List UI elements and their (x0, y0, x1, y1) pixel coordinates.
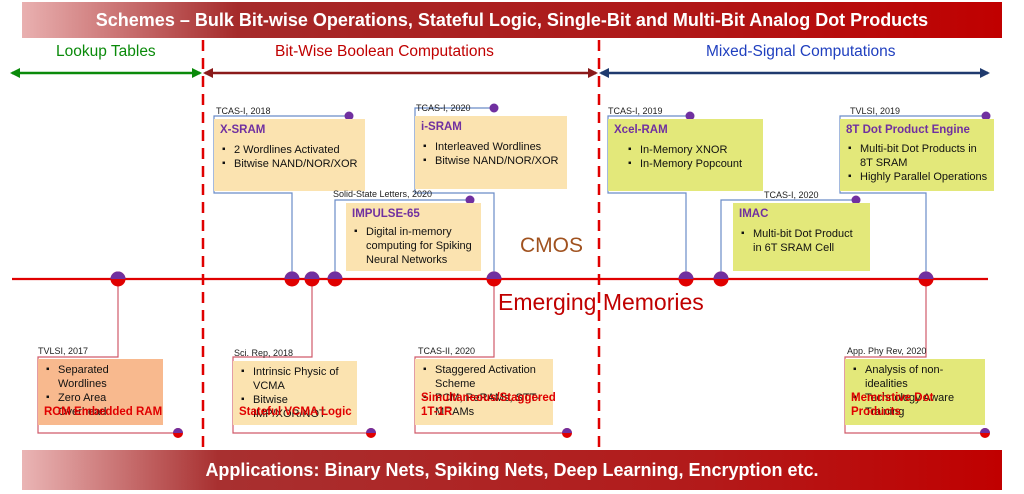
card-staggered-footer: Simultaneous/Staggered 1T-1R (421, 392, 556, 418)
card-staggered-bullet-2: PCM, ReRAMs, STT-MRAMs (423, 391, 547, 419)
connector-xsram (213, 115, 349, 279)
corner-dot-vcma (366, 428, 376, 438)
card-memristive-footer: Memristive Dot Products (851, 392, 934, 418)
tag-xcel: TCAS-I, 2019 (608, 106, 663, 116)
connector-dot8t (839, 115, 986, 279)
corner-dot-xcel (685, 111, 695, 121)
card-impulse-title: IMPULSE-65 (352, 208, 420, 220)
card-vcma: Intrinsic Physic of VCMA Bitwise IMP/XOR… (233, 361, 357, 425)
card-isram-title: i-SRAM (421, 121, 462, 133)
corner-dot-dot8t (981, 111, 991, 121)
tag-vcma: Sci. Rep, 2018 (234, 348, 294, 358)
card-xsram: X-SRAM 2 Wordlines Activated Bitwise NAN… (214, 119, 365, 191)
tag-xsram: TCAS-I, 2018 (216, 106, 271, 116)
card-isram: i-SRAM Interleaved Wordlines Bitwise NAN… (415, 116, 567, 189)
milestone-xcel (678, 271, 694, 287)
card-xcel-bullet-2: In-Memory Popcount (628, 157, 757, 171)
card-isram-bullet-1: Interleaved Wordlines (423, 140, 561, 154)
milestone-dot8t (918, 271, 934, 287)
milestone-impulse (327, 271, 343, 287)
footer-title: Applications: Binary Nets, Spiking Nets,… (205, 459, 819, 480)
region-label-mixed: Mixed-Signal Computations (706, 43, 896, 60)
card-imac: IMAC Multi-bit Dot Product in 6T SRAM Ce… (733, 203, 870, 271)
corner-dot-imac (851, 195, 861, 205)
connector-vcma (232, 279, 371, 434)
card-staggered: Staggered Activation Scheme PCM, ReRAMs,… (415, 359, 556, 425)
milestone-isram (486, 271, 502, 287)
tag-isram: TCAS-I, 2020 (416, 103, 471, 113)
tag-imac: TCAS-I, 2020 (764, 190, 819, 200)
card-rom-footer: ROM Embedded RAM (44, 406, 163, 418)
card-rom-bullet-2: Zero Area Overhead (46, 391, 157, 419)
card-xsram-bullet-1: 2 Wordlines Activated (222, 143, 359, 157)
card-staggered-bullet-1: Staggered Activation Scheme (423, 363, 547, 391)
emerging-memories-label: Emerging Memories (498, 289, 704, 315)
header-title: Schemes – Bulk Bit-wise Operations, Stat… (95, 9, 929, 30)
card-impulse-bullet-1: Digital in-memory computing for Spiking … (354, 225, 475, 267)
tag-impulse: Solid-State Letters, 2020 (333, 189, 433, 199)
tag-staggered: TCAS-II, 2020 (418, 346, 476, 356)
connector-memristive (844, 279, 985, 434)
card-imac-bullet-1: Multi-bit Dot Product in 6T SRAM Cell (741, 227, 864, 255)
connector-imac (720, 199, 856, 279)
card-vcma-footer: Stateful VCMA Logic (239, 406, 352, 418)
region-label-lookup: Lookup Tables (56, 43, 156, 60)
corner-dot-memristive (980, 428, 990, 438)
card-memristive-bullet-1: Analysis of non-idealities (853, 363, 979, 391)
tag-rom: TVLSI, 2017 (38, 346, 89, 356)
corner-dot-isram (489, 103, 499, 113)
connector-staggered (414, 279, 567, 434)
card-xcel-bullet-1: In-Memory XNOR (628, 143, 757, 157)
card-memristive-bullet-2: Technology Aware Training (853, 391, 979, 419)
milestone-imac (713, 271, 729, 287)
card-xsram-title: X-SRAM (220, 124, 266, 136)
milestone-xsram (284, 271, 300, 287)
footer-banner: Applications: Binary Nets, Spiking Nets,… (22, 450, 1002, 490)
card-xcel: Xcel-RAM In-Memory XNOR In-Memory Popcou… (608, 119, 763, 191)
corner-dot-staggered (562, 428, 572, 438)
header-banner: Schemes – Bulk Bit-wise Operations, Stat… (22, 2, 1002, 38)
milestone-vcma (304, 271, 320, 287)
milestone-dots (110, 271, 934, 287)
connector-isram (414, 107, 495, 279)
card-vcma-bullet-1: Intrinsic Physic of VCMA (241, 365, 351, 393)
corner-dot-xsram (344, 111, 354, 121)
corner-dot-rom (173, 428, 183, 438)
cmos-label: CMOS (520, 234, 583, 257)
connector-xcel (607, 115, 690, 279)
card-dot8t-bullet-1: Multi-bit Dot Products in 8T SRAM (848, 142, 988, 170)
tag-dot8t: TVLSI, 2019 (850, 106, 901, 116)
tag-memristive: App. Phy Rev, 2020 (847, 346, 927, 356)
card-impulse: IMPULSE-65 Digital in-memory computing f… (346, 203, 481, 271)
region-label-boolean: Bit-Wise Boolean Computations (275, 43, 494, 60)
card-isram-bullet-2: Bitwise NAND/NOR/XOR (423, 154, 561, 168)
milestone-rom (110, 271, 126, 287)
card-imac-title: IMAC (739, 208, 769, 220)
card-dot8t-title: 8T Dot Product Engine (846, 124, 970, 136)
card-dot8t: 8T Dot Product Engine Multi-bit Dot Prod… (840, 119, 994, 191)
card-vcma-bullet-2: Bitwise IMP/XOR/NOT (241, 393, 351, 421)
card-xcel-title: Xcel-RAM (614, 124, 668, 136)
card-memristive: Analysis of non-idealities Technology Aw… (845, 359, 985, 425)
connector-impulse (334, 199, 470, 279)
card-rom: Separated Wordlines Zero Area Overhead R… (38, 359, 163, 425)
card-dot8t-bullet-2: Highly Parallel Operations (848, 170, 988, 184)
connector-rom (37, 279, 178, 434)
card-rom-bullet-1: Separated Wordlines (46, 363, 157, 391)
card-xsram-bullet-2: Bitwise NAND/NOR/XOR (222, 157, 359, 171)
corner-dot-impulse (465, 195, 475, 205)
